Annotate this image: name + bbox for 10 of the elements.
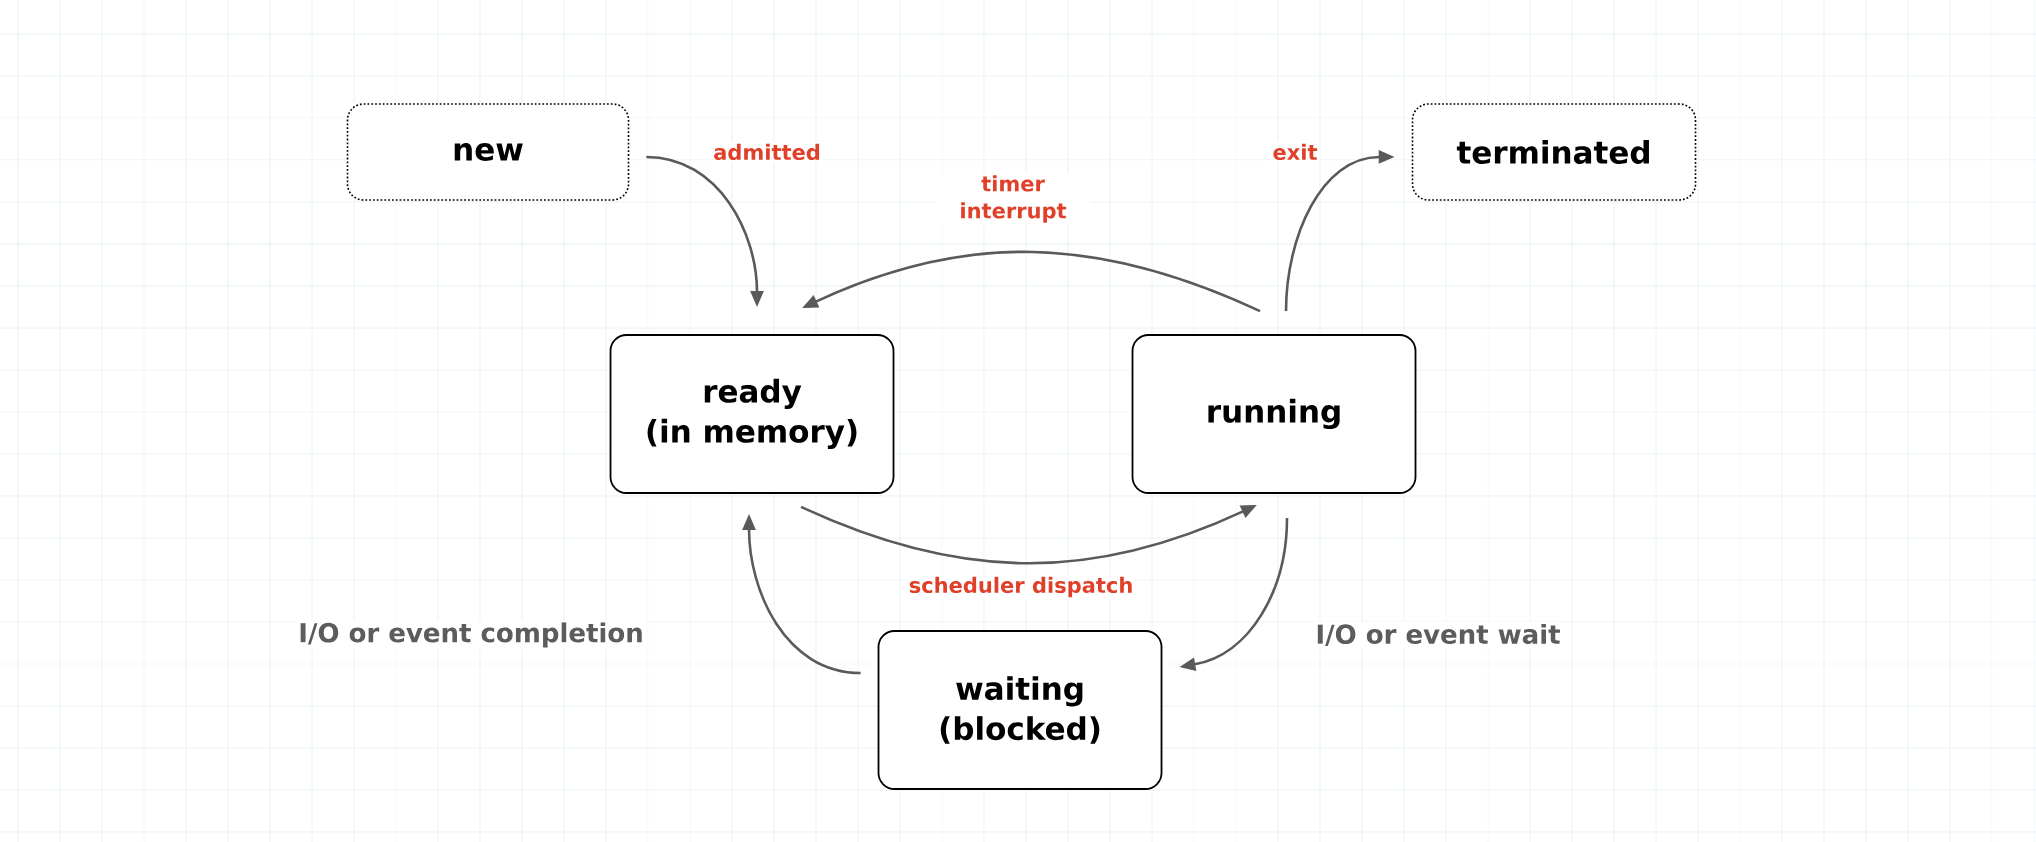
- state-box: ready (in memory): [609, 334, 895, 494]
- state-box: waiting (blocked): [877, 630, 1163, 790]
- state-box: running: [1131, 334, 1417, 494]
- edge-label: scheduler dispatch: [906, 574, 1136, 600]
- edge-label: admitted: [711, 141, 823, 163]
- edge-label: timer interrupt: [936, 173, 1090, 225]
- edge-label: I/O or event completion: [296, 620, 646, 650]
- state-box: new: [346, 103, 630, 201]
- edge-label: I/O or event wait: [1313, 621, 1563, 649]
- state-box: terminated: [1411, 103, 1697, 201]
